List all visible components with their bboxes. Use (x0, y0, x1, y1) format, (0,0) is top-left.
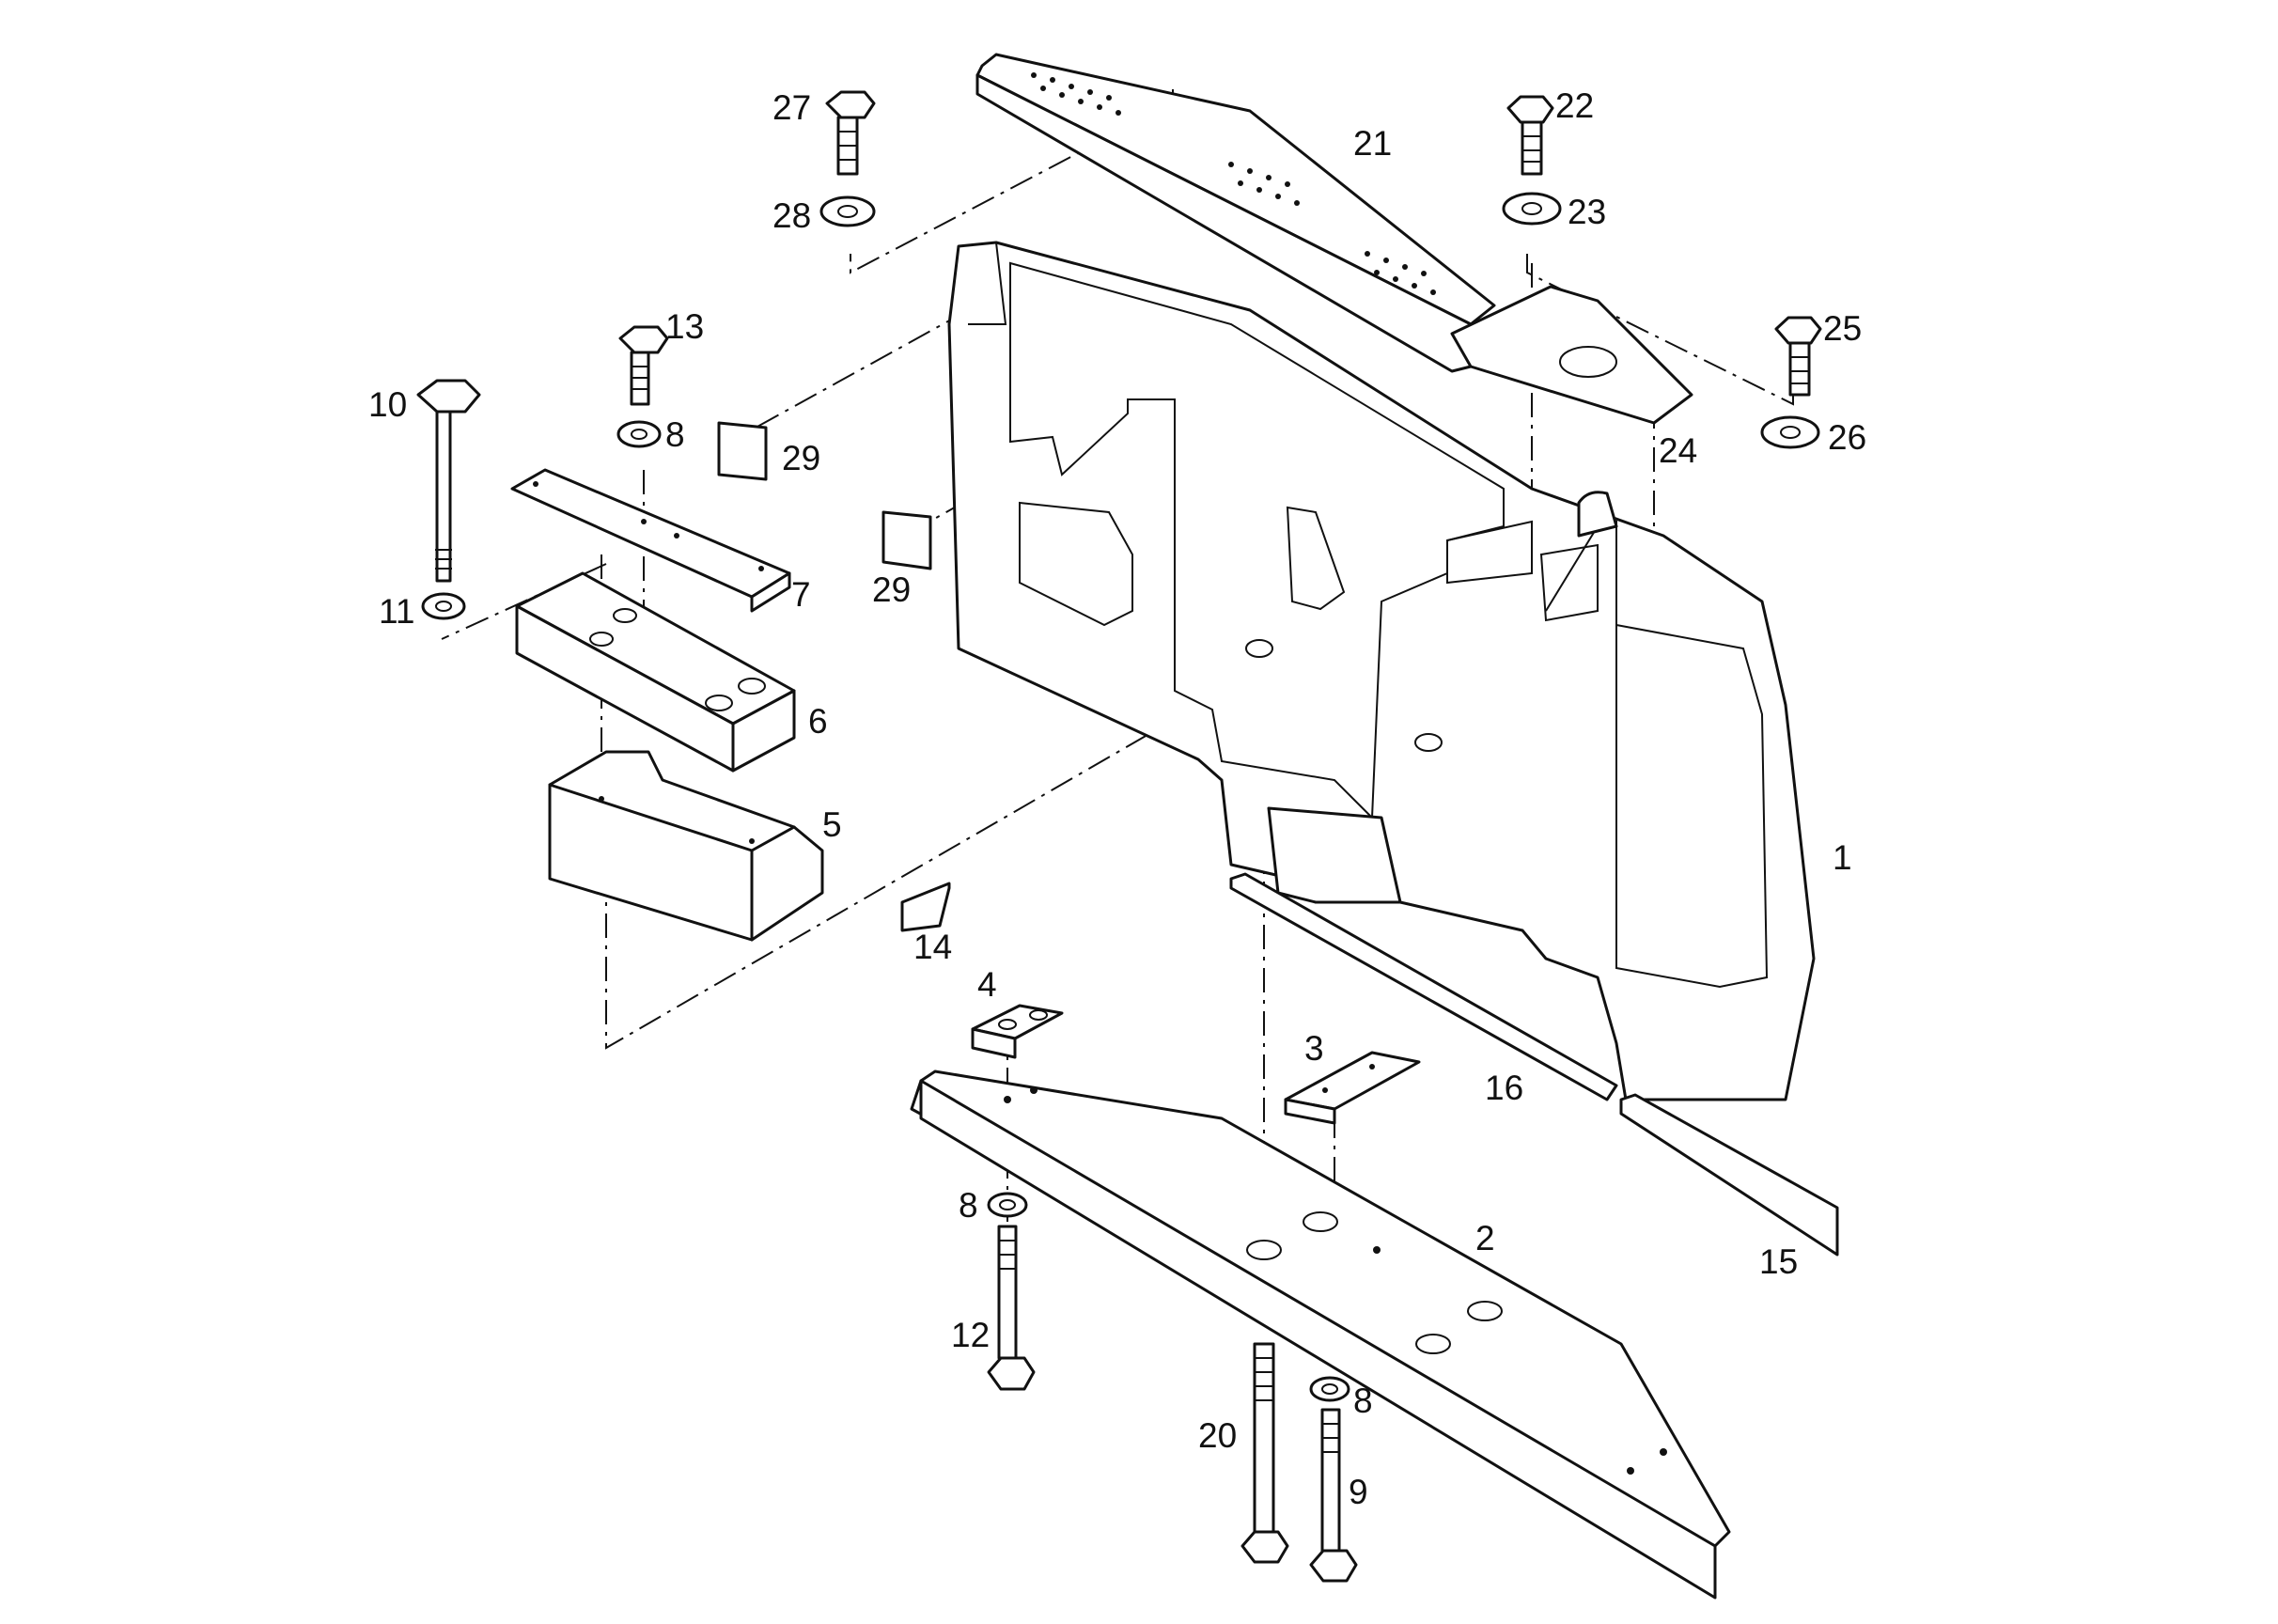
callout-10: 10 (368, 385, 407, 424)
part-3-bracket (1284, 1051, 1421, 1125)
part-1-main-frame (947, 241, 1816, 1101)
part-16-strip (1229, 872, 1618, 1101)
callout-20: 20 (1198, 1416, 1237, 1455)
callout-29-a: 29 (782, 439, 820, 477)
part-29-pad-b (882, 510, 932, 570)
perforation-pattern (1031, 72, 1436, 295)
callout-8-right: 8 (1353, 1382, 1373, 1420)
callout-22: 22 (1555, 86, 1594, 125)
part-15-strip (1619, 1093, 1839, 1257)
callout-labels: 1 2 3 4 5 6 7 8 8 8 9 10 11 12 13 14 15 … (368, 86, 1866, 1511)
callout-24: 24 (1659, 431, 1697, 470)
callout-23: 23 (1568, 193, 1606, 231)
callout-25: 25 (1823, 309, 1862, 348)
callout-26: 26 (1828, 418, 1866, 457)
callout-2: 2 (1475, 1219, 1495, 1257)
callout-8-left: 8 (959, 1186, 978, 1225)
callout-29-b: 29 (872, 570, 911, 609)
bolt-13 (618, 325, 669, 406)
bolt-9 (1309, 1408, 1358, 1583)
callout-11: 11 (379, 592, 414, 631)
washer-8-right (1309, 1376, 1350, 1402)
washer-28 (819, 195, 876, 227)
callout-4: 4 (977, 965, 997, 1004)
washer-8-left (987, 1192, 1028, 1218)
callout-5: 5 (822, 805, 842, 844)
bolt-20 (1240, 1342, 1289, 1564)
bolt-22 (1506, 95, 1554, 176)
callout-9: 9 (1349, 1473, 1368, 1511)
callout-16: 16 (1485, 1069, 1523, 1107)
callout-1: 1 (1833, 838, 1852, 877)
callout-13: 13 (665, 307, 704, 346)
callout-7: 7 (791, 575, 811, 614)
bolt-25 (1774, 316, 1822, 397)
washer-23 (1502, 192, 1562, 226)
washer-11 (421, 592, 466, 620)
callout-14: 14 (913, 928, 952, 966)
callout-8-top: 8 (665, 415, 685, 454)
part-29-pad-a (717, 421, 768, 481)
callout-27: 27 (772, 88, 811, 127)
bolt-10 (416, 379, 481, 583)
bolt-27 (825, 90, 876, 176)
part-5-block (548, 750, 824, 942)
part-21-top-cover (975, 53, 1693, 425)
part-4-bracket (971, 1004, 1064, 1059)
callout-28: 28 (772, 196, 811, 235)
bolt-12 (987, 1225, 1036, 1391)
callout-21: 21 (1353, 124, 1392, 163)
part-7-plate (510, 468, 791, 613)
callout-6: 6 (808, 702, 828, 741)
part-2-base-beam (910, 1070, 1731, 1600)
part-14-pad (900, 882, 951, 932)
callout-3: 3 (1304, 1029, 1324, 1068)
callout-15: 15 (1759, 1242, 1798, 1281)
callout-12: 12 (951, 1316, 990, 1354)
part-6-block (515, 571, 796, 773)
washer-8-top (616, 420, 662, 448)
washer-26 (1760, 415, 1820, 449)
